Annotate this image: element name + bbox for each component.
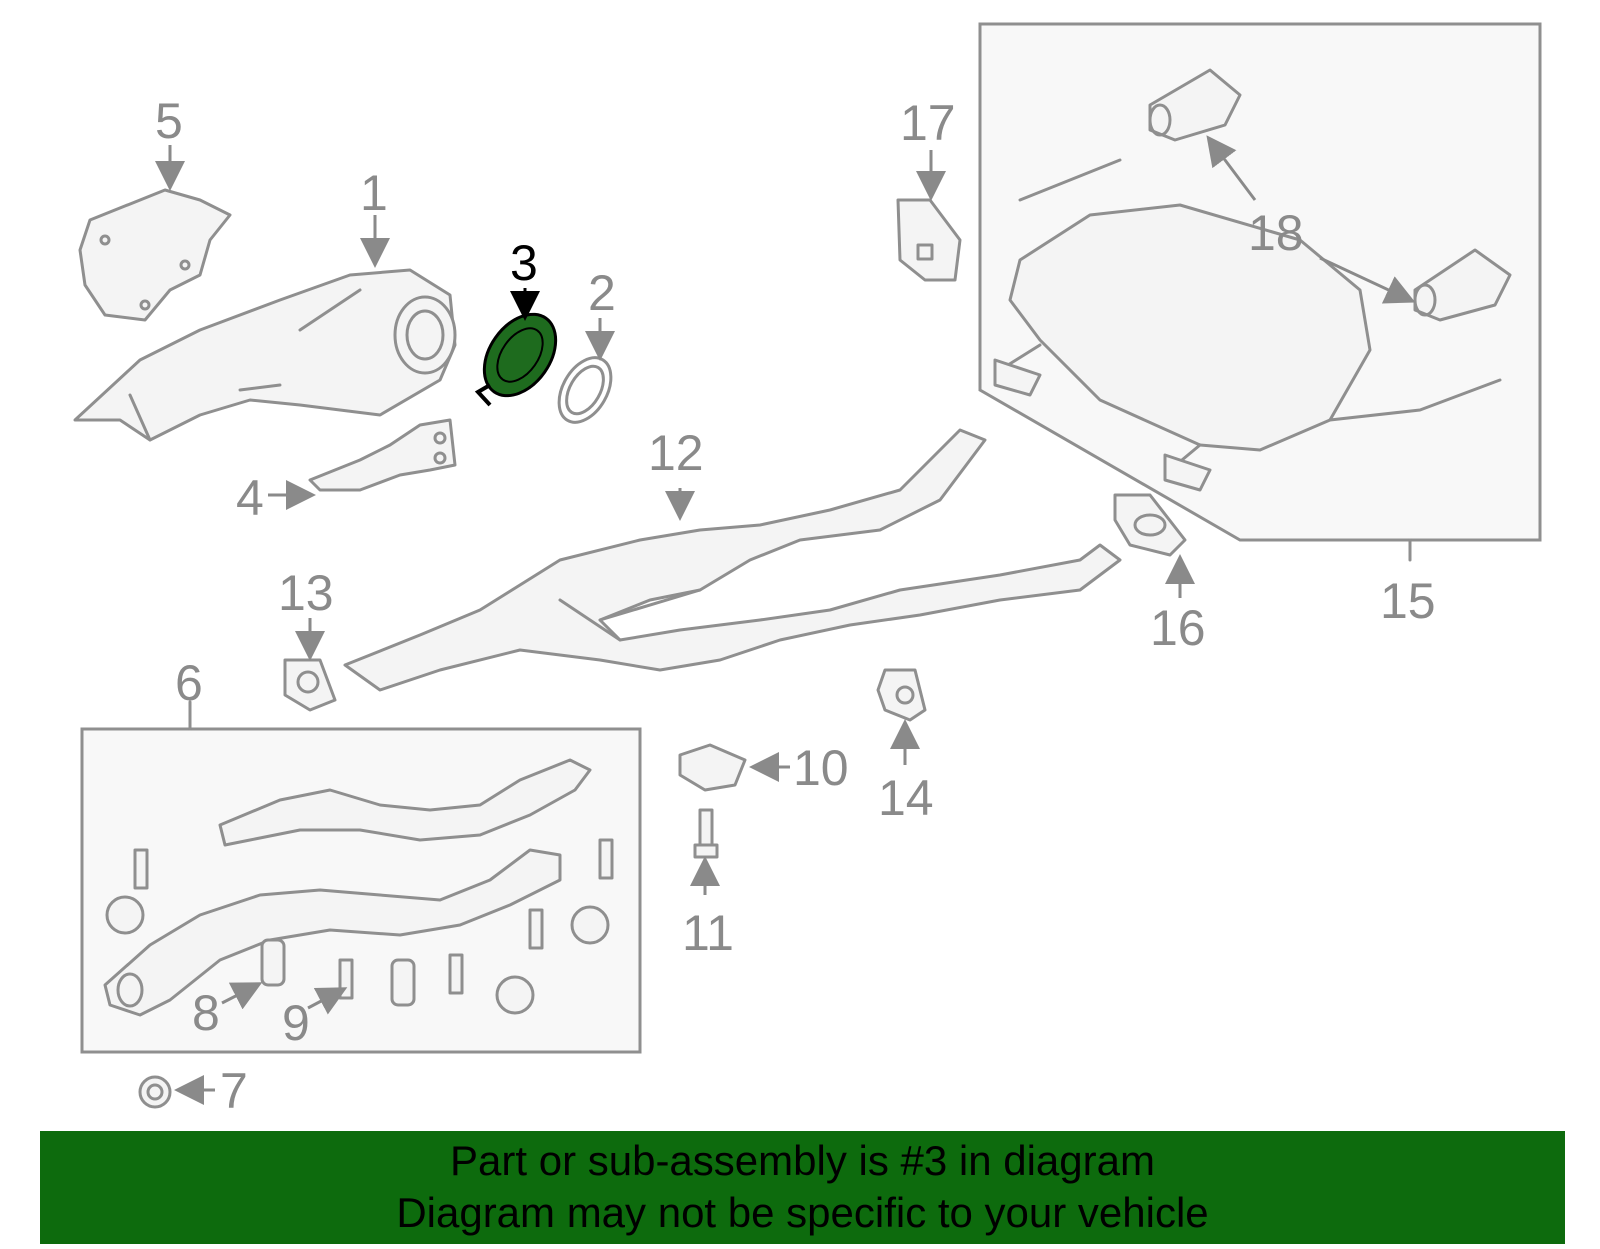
- part-12-center-pipe: [343, 428, 1122, 692]
- callout-9: 9: [282, 995, 310, 1051]
- part-16-gasket: [1113, 493, 1187, 557]
- banner-line-1: Part or sub-assembly is #3 in diagram: [450, 1137, 1155, 1184]
- leader-arrows: [155, 135, 1416, 1105]
- part-18-exhaust-tips: [1148, 68, 1512, 322]
- exhaust-diagram: 5 1 3 2 4 12 13 17 18 15 16 6 10 14 11 8…: [73, 22, 1542, 1119]
- part-6-front-pipe: [103, 758, 614, 1017]
- callout-6: 6: [175, 655, 203, 711]
- part-4-bracket: [308, 418, 457, 492]
- part-2-gasket-ring: [557, 356, 613, 424]
- banner-line-2: Diagram may not be specific to your vehi…: [396, 1189, 1209, 1236]
- callout-10: 10: [793, 740, 849, 796]
- callout-11: 11: [682, 905, 734, 961]
- callout-7: 7: [220, 1063, 248, 1119]
- callout-12: 12: [648, 425, 704, 481]
- callout-13: 13: [278, 565, 334, 621]
- part-13-flange-gasket: [283, 658, 337, 712]
- callout-2: 2: [588, 265, 616, 321]
- part-3-gasket: [474, 312, 558, 407]
- callout-3: 3: [510, 235, 538, 291]
- part-17-hanger-bracket: [896, 198, 962, 282]
- callout-4: 4: [236, 470, 264, 526]
- callout-numbers: 5 1 3 2 4 12 13 17 18 15 16 6 10 14 11 8…: [155, 93, 1436, 1119]
- callout-8: 8: [192, 985, 220, 1041]
- part-5-heat-shield: [78, 188, 232, 322]
- part-15-muffler: [993, 158, 1502, 492]
- callout-14: 14: [878, 770, 934, 826]
- callout-1: 1: [360, 165, 388, 221]
- part-1-catalytic-converter: [73, 268, 457, 442]
- part-11-bolt: [693, 808, 719, 859]
- callout-17: 17: [900, 95, 956, 151]
- part-14-rubber-insulator: [876, 668, 927, 722]
- callout-16: 16: [1150, 600, 1206, 656]
- part-10-bracket: [678, 743, 747, 792]
- part-7-nut: [138, 1075, 172, 1109]
- info-banner: Part or sub-assembly is #3 in diagram Di…: [40, 1131, 1565, 1244]
- callout-18: 18: [1248, 205, 1304, 261]
- callout-5: 5: [155, 93, 183, 149]
- callout-15: 15: [1380, 573, 1436, 629]
